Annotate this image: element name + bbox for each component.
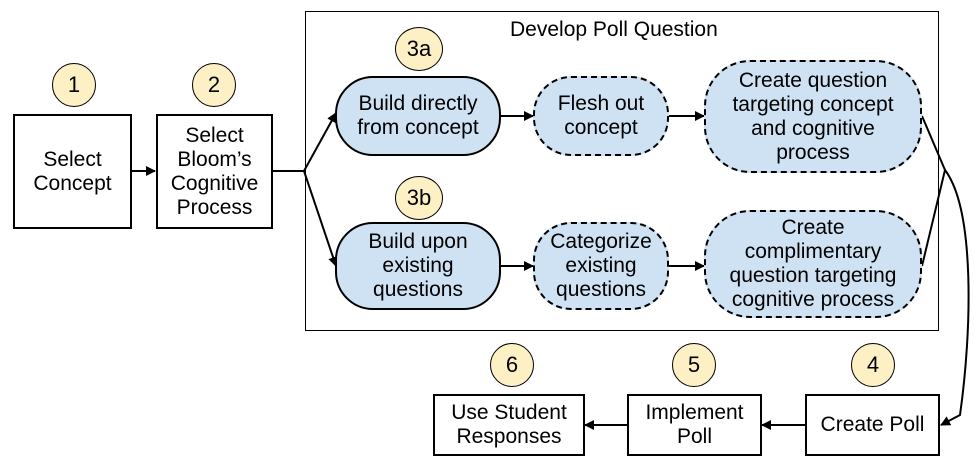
flesh-out-label: Flesh out concept [557, 92, 645, 139]
select-bloom-label: Select Bloom’s Cognitive Process [170, 123, 259, 219]
categorize-node: Categorize existing questions [533, 222, 669, 310]
step-badge-4: 4 [851, 343, 895, 387]
connector-create-question-to-merge [921, 115, 946, 171]
select-concept-box: Select Concept [13, 114, 132, 229]
arrow-bloom-to-build-upon [273, 170, 338, 267]
build-upon-node: Build upon existing questions [335, 222, 501, 310]
step-badge-1: 1 [52, 63, 96, 107]
create-question-node: Create question targeting concept and co… [704, 60, 922, 173]
implement-poll-box: Implement Poll [627, 394, 762, 456]
arrow-merge-to-create-poll [940, 169, 970, 426]
step-badge-3a: 3a [395, 27, 443, 71]
create-poll-box: Create Poll [805, 394, 940, 456]
step-badge-5: 5 [672, 343, 716, 387]
step-badge-6: 6 [490, 343, 534, 387]
select-concept-label: Select Concept [33, 147, 112, 195]
create-complimentary-label: Create complimentary question targeting … [729, 216, 897, 311]
create-complimentary-node: Create complimentary question targeting … [704, 210, 922, 318]
build-directly-label: Build directly from concept [357, 92, 479, 139]
connector-create-complimentary-to-merge [921, 169, 946, 267]
step-badge-3b: 3b [395, 176, 443, 220]
categorize-label: Categorize existing questions [550, 230, 652, 301]
select-bloom-box: Select Bloom’s Cognitive Process [156, 114, 273, 229]
build-directly-node: Build directly from concept [335, 76, 501, 156]
develop-poll-question-group [305, 11, 939, 331]
flesh-out-node: Flesh out concept [533, 76, 669, 156]
implement-poll-label: Implement Poll [645, 401, 744, 448]
group-title: Develop Poll Question [510, 18, 718, 41]
step-badge-2: 2 [192, 63, 236, 107]
build-upon-label: Build upon existing questions [368, 230, 468, 301]
create-poll-label: Create Poll [820, 413, 925, 436]
use-responses-box: Use Student Responses [433, 394, 585, 456]
use-responses-label: Use Student Responses [451, 401, 567, 448]
create-question-label: Create question targeting concept and co… [732, 68, 894, 164]
